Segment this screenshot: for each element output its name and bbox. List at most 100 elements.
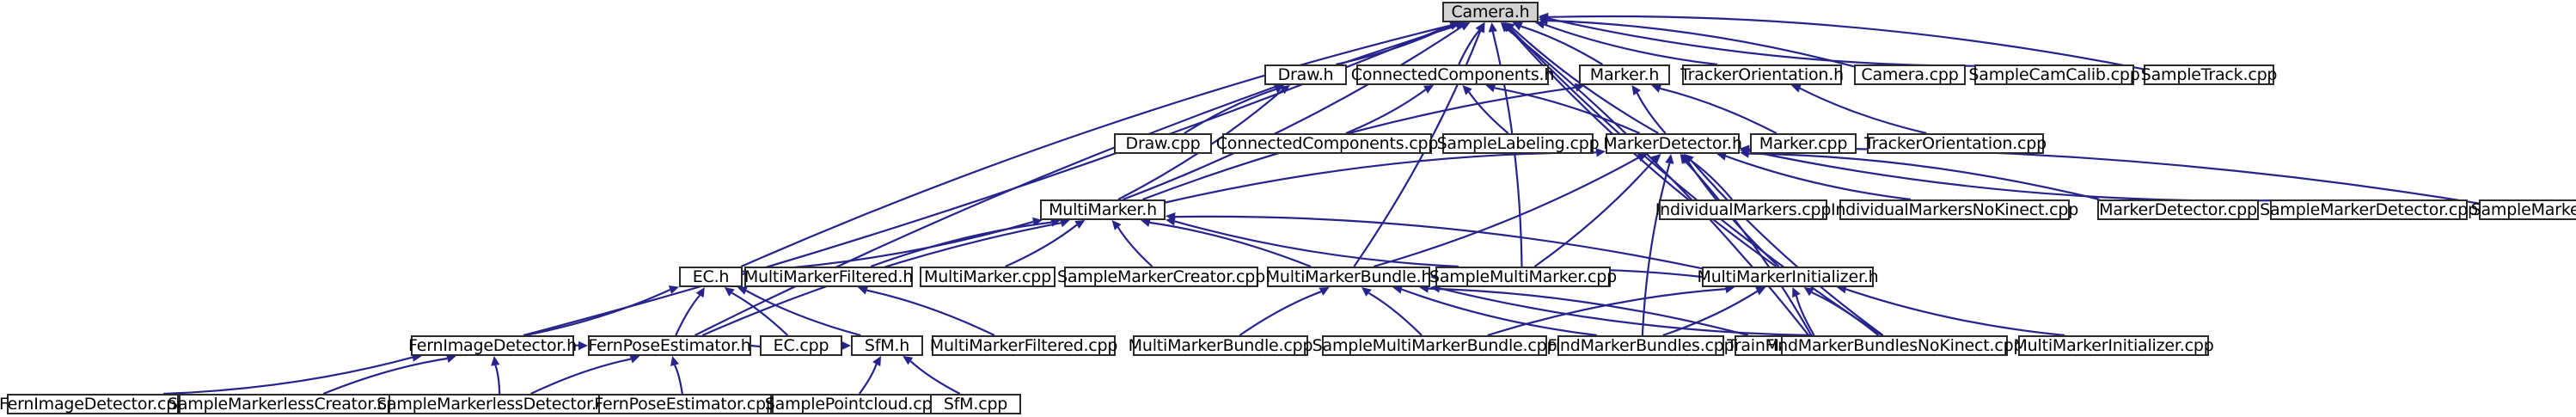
dependency-edge	[163, 356, 413, 396]
graph-node-multimarkerbundle-cpp[interactable]: MultiMarkerBundle.cpp	[1128, 335, 1313, 356]
dependency-arrowhead	[1803, 287, 1814, 297]
dependency-arrowhead	[858, 285, 869, 295]
dependency-edge	[1428, 287, 1749, 337]
graph-node-markerdetector-cpp[interactable]: MarkerDetector.cpp	[2097, 199, 2259, 220]
dependency-edge	[1165, 151, 1597, 204]
dependency-edge	[1748, 150, 2271, 202]
graph-node-multimarkerfiltered-h[interactable]: MultiMarkerFiltered.h	[743, 267, 914, 287]
graph-node-samplemarkerhide-cpp[interactable]: SampleMarkerHide.cpp	[2471, 199, 2576, 220]
dependency-edge	[1345, 89, 1427, 135]
dependency-edge	[530, 358, 632, 395]
dependency-arrowhead	[670, 356, 679, 366]
graph-node-fernposeestimator-h[interactable]: FernPoseEstimator.h	[588, 335, 751, 356]
dependency-edge	[674, 365, 683, 395]
graph-node-multimarker-cpp[interactable]: MultiMarker.cpp	[920, 267, 1055, 287]
graph-node-sampletrack-cpp[interactable]: SampleTrack.cpp	[2140, 64, 2278, 85]
dependency-arrowhead	[1111, 220, 1122, 230]
graph-node-multimarkerbundle-h[interactable]: MultiMarkerBundle.h	[1265, 267, 1432, 287]
dependency-arrowhead	[872, 356, 882, 367]
graph-node-multimarkerfiltered-cpp[interactable]: MultiMarkerFiltered.cpp	[929, 335, 1118, 356]
dependency-arrowhead	[1423, 85, 1435, 94]
dependency-arrowhead	[1166, 212, 1176, 222]
dependency-edge	[1401, 288, 1598, 337]
dependency-edge	[745, 290, 861, 337]
dependency-arrowhead	[1755, 287, 1766, 296]
dependency-arrowhead	[724, 287, 735, 297]
dependency-edge	[1685, 161, 1813, 336]
graph-node-marker-h[interactable]: Marker.h	[1579, 64, 1670, 85]
dependency-edge	[1487, 288, 1726, 337]
dependency-arrowhead	[578, 340, 588, 351]
graph-node-markerdetector-h[interactable]: MarkerDetector.h	[1603, 133, 1742, 154]
graph-node-samplelabeling-cpp[interactable]: SampleLabeling.cpp	[1436, 133, 1600, 154]
graph-node-ec-h[interactable]: EC.h	[679, 267, 743, 287]
graph-node-fernimagedetector-cpp[interactable]: FernImageDetector.cpp	[0, 394, 187, 414]
dependency-edge	[1117, 226, 1153, 267]
dependency-edge	[524, 288, 670, 337]
dependency-arrowhead	[695, 287, 705, 298]
graph-node-samplemarkerdetector-cpp[interactable]: SampleMarkerDetector.cpp	[2260, 199, 2478, 220]
dependency-arrowhead	[1141, 218, 1151, 227]
dependency-arrowhead	[1790, 83, 1802, 93]
dependency-edge	[1636, 92, 1667, 134]
graph-node-samplemultimarker-cpp[interactable]: SampleMultiMarker.cpp	[1429, 267, 1618, 287]
dependency-edge	[1439, 287, 1813, 337]
dependency-edge	[1174, 220, 1459, 268]
dependency-arrowhead	[1361, 287, 1372, 297]
dependency-arrowhead	[1462, 85, 1472, 95]
graph-node-individualmarkersnokinect-cpp[interactable]: IndividualMarkersNoKinect.cpp	[1830, 199, 2079, 220]
dependency-edge	[322, 357, 448, 396]
graph-node-findmarkerbundlesnokinect-cpp[interactable]: FindMarkerBundlesNoKinect.cpp	[1765, 335, 2024, 356]
dependency-edge	[1795, 295, 1815, 336]
dependency-edge	[1005, 224, 1078, 268]
dependency-arrowhead	[1684, 154, 1694, 164]
dependency-arrowhead	[737, 286, 748, 295]
dependency-edge	[1845, 288, 2065, 337]
dependency-edge	[675, 294, 701, 336]
dependency-arrowhead	[1454, 21, 1465, 30]
graph-node-samplemarkerlesscreator-cpp[interactable]: SampleMarkerlessCreator.cpp	[167, 394, 407, 414]
graph-node-connectedcomponents-h[interactable]: ConnectedComponents.h	[1350, 64, 1555, 85]
graph-node-sfm-h[interactable]: SfM.h	[851, 335, 923, 356]
dependency-arrowhead	[1595, 148, 1606, 157]
dependency-arrowhead	[841, 340, 851, 351]
dependency-edge	[1811, 291, 1880, 336]
dependency-arrowhead	[1488, 22, 1497, 33]
graph-node-draw-h[interactable]: Draw.h	[1264, 64, 1347, 85]
graph-node-samplecamcalib-cpp[interactable]: SampleCamCalib.cpp	[1968, 64, 2140, 85]
dependency-arrowhead	[1539, 12, 1549, 21]
graph-node-samplemarkercreator-cpp[interactable]: SampleMarkerCreator.cpp	[1056, 267, 1266, 287]
graph-node-trackerorientation-cpp[interactable]: TrackerOrientation.cpp	[1864, 133, 2047, 154]
dependency-edge	[1521, 25, 1603, 65]
graph-node-camera-cpp[interactable]: Camera.cpp	[1854, 64, 1966, 85]
graph-node-samplemarkerlessdetector-cpp[interactable]: SampleMarkerlessDetector.cpp	[376, 394, 626, 414]
dependency-edge	[1544, 23, 1718, 66]
dependency-edge	[740, 24, 1452, 268]
graph-node-multimarkerinitializer-h[interactable]: MultiMarkerInitializer.h	[1697, 267, 1879, 287]
dependency-arrowhead	[1485, 83, 1496, 93]
dependency-arrowhead	[903, 356, 914, 365]
graph-node-connectedcomponents-cpp[interactable]: ConnectedComponents.cpp	[1215, 133, 1439, 154]
dependency-arrowhead	[1500, 22, 1511, 33]
dependency-arrowhead	[1059, 218, 1070, 228]
dependency-arrowhead	[1665, 154, 1674, 164]
graph-node-sfm-cpp[interactable]: SfM.cpp	[930, 394, 1021, 414]
graph-node-camera-h[interactable]: Camera.h	[1442, 2, 1539, 22]
graph-node-samplemultimarkerbundle-cpp[interactable]: SampleMultiMarkerBundle.cpp	[1312, 335, 1557, 356]
graph-node-individualmarkers-cpp[interactable]: IndividualMarkers.cpp	[1655, 199, 1832, 220]
graph-node-trackerorientation-h[interactable]: TrackerOrientation.h	[1680, 64, 1844, 85]
graph-node-marker-cpp[interactable]: Marker.cpp	[1750, 133, 1857, 154]
graph-node-samplepointcloud-cpp[interactable]: SamplePointcloud.cpp	[764, 394, 943, 414]
graph-node-multimarker-h[interactable]: MultiMarker.h	[1040, 199, 1166, 220]
dependency-edge	[1506, 28, 1810, 336]
graph-node-ec-cpp[interactable]: EC.cpp	[760, 335, 842, 356]
dependency-edge	[1748, 152, 2100, 201]
graph-node-fernimagedetector-h[interactable]: FernImageDetector.h	[408, 335, 577, 356]
dependency-arrowhead	[1792, 287, 1801, 298]
dependency-edge	[1239, 291, 1322, 336]
graph-node-multimarkerinitializer-cpp[interactable]: MultiMarkerInitializer.cpp	[2013, 335, 2214, 356]
dependency-edge	[1547, 17, 1975, 67]
graph-node-fernposeestimator-cpp[interactable]: FernPoseEstimator.cpp	[594, 394, 776, 414]
graph-node-draw-cpp[interactable]: Draw.cpp	[1114, 133, 1212, 154]
graph-node-findmarkerbundles-cpp[interactable]: FindMarkerBundles.cpp	[1547, 335, 1735, 356]
